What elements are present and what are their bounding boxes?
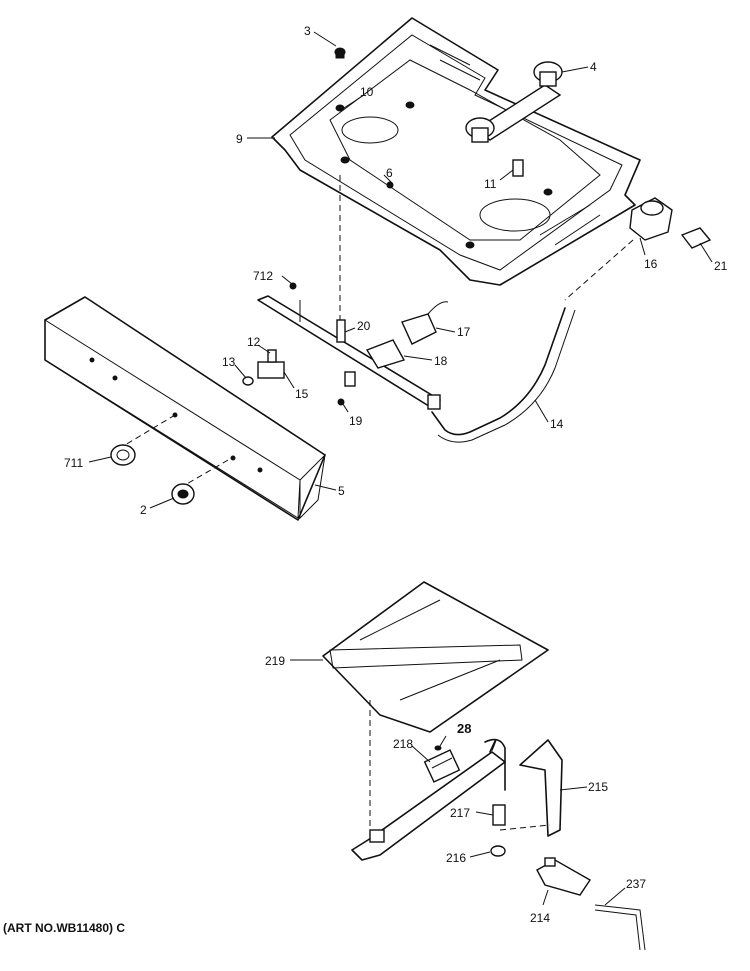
thermocouple-part-237 bbox=[594, 904, 646, 951]
callout-17: 17 bbox=[457, 325, 471, 339]
screw-part-712 bbox=[289, 282, 297, 290]
callout-2: 2 bbox=[140, 503, 147, 517]
callout-21: 21 bbox=[714, 259, 728, 273]
callout-216: 216 bbox=[446, 851, 466, 865]
pressure-regulator-part-16 bbox=[629, 197, 673, 241]
bracket-part-215 bbox=[519, 739, 563, 837]
callout-15: 15 bbox=[295, 387, 309, 401]
callout-237: 237 bbox=[626, 877, 646, 891]
burner-pan-part-9 bbox=[271, 17, 641, 286]
art-number-label: (ART NO.WB11480) C bbox=[3, 921, 126, 935]
gas-tube-part-14 bbox=[431, 307, 566, 436]
screw-part-3 bbox=[334, 47, 346, 59]
safety-valve-part-214 bbox=[536, 857, 591, 896]
bracket-part-18 bbox=[365, 339, 406, 369]
nut-part-216 bbox=[490, 845, 506, 857]
callout-219: 219 bbox=[265, 654, 285, 668]
clip-part-11 bbox=[512, 159, 524, 177]
callout-3: 3 bbox=[304, 24, 311, 38]
callout-19: 19 bbox=[349, 414, 363, 428]
callout-214: 214 bbox=[530, 911, 550, 925]
callout-4: 4 bbox=[590, 60, 597, 74]
callout-28: 28 bbox=[457, 721, 471, 736]
oven-burner-tube bbox=[351, 738, 506, 861]
screw-part-28 bbox=[434, 745, 442, 751]
knob-part-711 bbox=[110, 444, 136, 466]
screw-part-6 bbox=[386, 181, 394, 189]
callout-6: 6 bbox=[386, 166, 393, 180]
control-panel-part-5 bbox=[44, 296, 326, 521]
callout-14: 14 bbox=[550, 417, 564, 431]
callout-5: 5 bbox=[338, 484, 345, 498]
callout-16: 16 bbox=[644, 257, 658, 271]
callout-10: 10 bbox=[360, 85, 374, 99]
callout-712: 712 bbox=[253, 269, 273, 283]
callout-9: 9 bbox=[236, 132, 243, 146]
bracket-part-217 bbox=[492, 804, 506, 826]
screw-part-19 bbox=[337, 398, 345, 406]
callout-11: 11 bbox=[484, 177, 497, 191]
callout-20: 20 bbox=[357, 319, 371, 333]
callout-711: 711 bbox=[64, 456, 83, 470]
knob-part-2 bbox=[171, 483, 195, 505]
switch-part-17 bbox=[401, 301, 449, 345]
orifice-part-20 bbox=[336, 319, 346, 343]
valve-part-15 bbox=[257, 349, 285, 379]
callout-labels: 3 4 10 9 6 11 16 21 712 20 17 12 13 15 1… bbox=[64, 24, 728, 925]
leader-lines bbox=[88, 31, 713, 906]
callout-18: 18 bbox=[434, 354, 448, 368]
igniter-part-218 bbox=[423, 749, 461, 783]
callout-13: 13 bbox=[222, 355, 236, 369]
callout-218: 218 bbox=[393, 737, 413, 751]
baffle-part-219 bbox=[322, 581, 549, 733]
manifold-bar bbox=[257, 295, 441, 410]
burner-assembly-part-4 bbox=[465, 61, 563, 143]
nut-part-13 bbox=[242, 376, 254, 386]
callout-217: 217 bbox=[450, 806, 470, 820]
connector-part-21 bbox=[680, 227, 712, 249]
callout-12: 12 bbox=[247, 335, 261, 349]
callout-215: 215 bbox=[588, 780, 608, 794]
